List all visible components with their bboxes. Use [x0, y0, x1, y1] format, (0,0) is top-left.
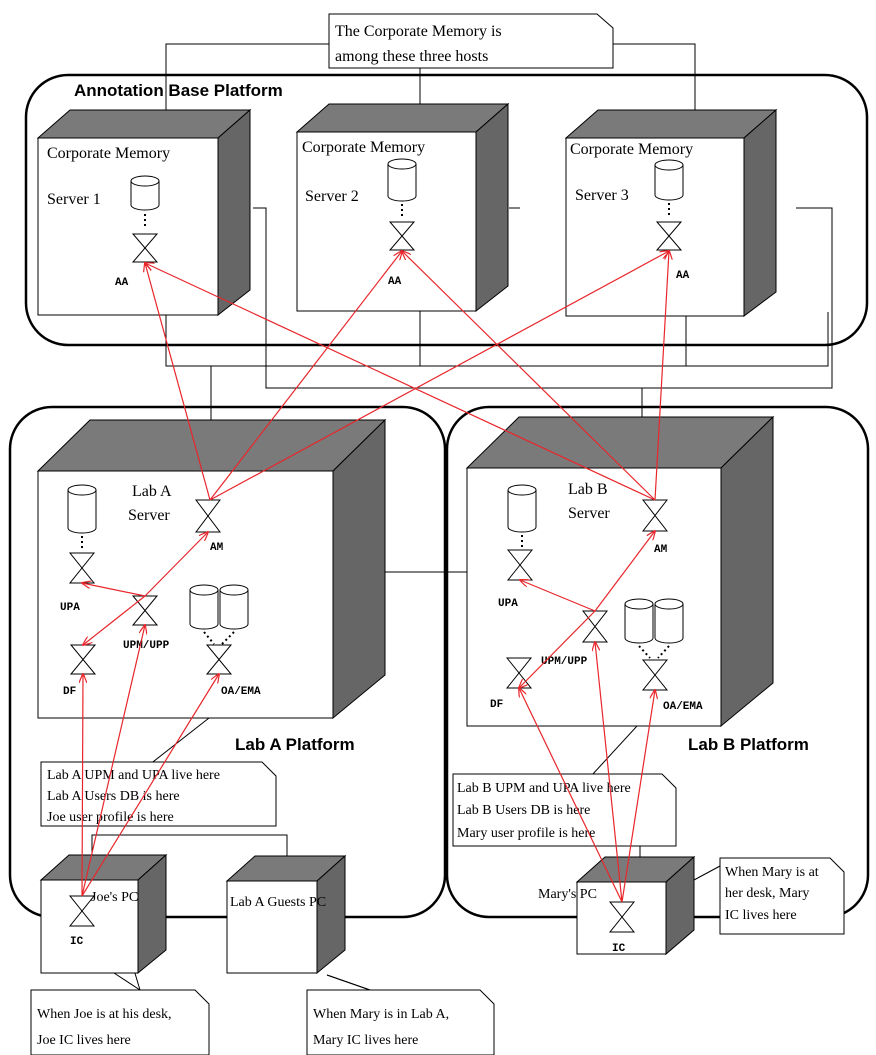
lab-b-users-db-icon [507, 490, 537, 533]
corporate-memory-server-1: Corporate Memory Server 1 AA [36, 108, 252, 317]
server-2-name: Server 2 [305, 188, 359, 205]
annotation-base-platform [24, 73, 869, 347]
marys-ic-agent [608, 901, 636, 933]
lab-a-server-line1: Lab A [132, 483, 172, 500]
server-3-name: Server 3 [575, 187, 629, 204]
server-1-aa-label: AA [115, 277, 129, 289]
lab-a-upa-label: UPA [60, 602, 80, 614]
corporate-memory-server-3: Corporate Memory Server 3 AA [564, 108, 778, 317]
lab-b-am-agent [641, 499, 669, 532]
lab-b-df-label: DF [490, 699, 503, 711]
lab-a-guests-pc-label: Lab A Guests PC [230, 895, 326, 910]
joe-desk-note-line2: Joe IC lives here [37, 1033, 131, 1048]
lab-a-note [40, 761, 277, 827]
lab-b-server: Lab B Server AM UPA UPM/UPP DF OA/EMA [465, 415, 775, 728]
lab-a-note-line3: Joe user profile is here [47, 810, 174, 825]
mary-desk-note [719, 857, 845, 935]
lab-b-am-label: AM [654, 544, 668, 556]
joe-desk-note [30, 989, 210, 1055]
server-2-aa-agent [388, 221, 416, 251]
lab-b-upa-agent [506, 549, 534, 581]
joes-pc-label: Joe's PC [91, 890, 138, 905]
lab-b-note-line3: Mary user profile is here [457, 826, 595, 841]
title-note-line1: The Corporate Memory is [335, 23, 502, 40]
mary-lab-a-note-line1: When Mary is in Lab A, [313, 1007, 449, 1022]
title-note-line2: among these three hosts [335, 48, 488, 65]
lab-a-server-line2: Server [128, 507, 170, 524]
title-note [328, 13, 614, 69]
joe-desk-note-line1: When Joe is at his desk, [37, 1007, 172, 1022]
lab-a-platform-title: Lab A Platform [235, 735, 355, 754]
server-1-name: Server 1 [47, 191, 101, 208]
server-3-aa-label: AA [676, 270, 690, 282]
server-3-heading: Corporate Memory [570, 141, 693, 158]
server-2-aa-label: AA [388, 276, 402, 288]
lab-b-ontology-db-icon [624, 604, 654, 644]
lab-b-upm-agent [581, 610, 609, 643]
corporate-memory-server-2: Corporate Memory Server 2 AA [295, 102, 510, 313]
lab-a-users-db-icon [67, 490, 97, 534]
agent-links [82, 251, 669, 903]
lab-b-note-line2: Lab B Users DB is here [457, 803, 590, 818]
server-1-heading: Corporate Memory [47, 145, 170, 162]
marys-pc-label: Mary's PC [538, 887, 597, 902]
server-2-db-icon [387, 164, 417, 202]
lab-a-note-line1: Lab A UPM and UPA live here [47, 768, 220, 783]
marys-ic-label: IC [612, 943, 626, 955]
lab-b-upa-label: UPA [498, 598, 518, 610]
mary-desk-note-line3: IC lives here [725, 908, 797, 923]
bottom-note-connectors [113, 972, 371, 991]
marys-pc [575, 855, 696, 956]
lab-b-upm-label: UPM/UPP [541, 656, 588, 668]
server-1-db-icon [130, 181, 160, 211]
lab-a-oa-label: OA/EMA [221, 686, 261, 698]
lab-b-platform-title: Lab B Platform [688, 735, 809, 754]
server-3-db-icon [654, 165, 684, 201]
server-1-aa-agent [131, 233, 159, 263]
lab-a-upm-agent [131, 595, 159, 626]
mary-desk-note-line2: her desk, Mary [725, 886, 809, 901]
lab-a-df-label: DF [63, 686, 76, 698]
server-3-aa-agent [655, 221, 683, 251]
lab-b-server-line2: Server [568, 505, 610, 522]
lab-b-server-line1: Lab B [568, 481, 608, 498]
lab-a-oa-agent [205, 644, 233, 675]
mary-lab-a-note-line2: Mary IC lives here [313, 1033, 418, 1048]
lab-b-oa-agent [641, 659, 669, 691]
lab-a-note-line2: Lab A Users DB is here [47, 789, 180, 804]
lab-a-ontology-db-icon [189, 590, 219, 630]
lab-a-am-agent [195, 499, 221, 533]
annotation-platform-title: Annotation Base Platform [74, 81, 283, 100]
lab-a-upm-label: UPM/UPP [123, 640, 170, 652]
server-2-heading: Corporate Memory [302, 139, 425, 156]
mary-lab-a-note [306, 989, 495, 1055]
lab-a-upa-agent [68, 552, 96, 584]
lab-b-note [452, 773, 677, 847]
mary-desk-note-line1: When Mary is at [725, 865, 819, 880]
lab-a-server: Lab A Server AM UPA UPM/UPP DF OA/EMA [36, 418, 387, 720]
joes-ic-agent [68, 895, 96, 927]
joes-ic-label: IC [70, 936, 84, 948]
lab-a-guests-pc [225, 854, 347, 975]
lab-b-oa-label: OA/EMA [663, 701, 703, 713]
lab-a-am-label: AM [210, 542, 224, 554]
joes-pc [39, 853, 168, 975]
lab-b-note-line1: Lab B UPM and UPA live here [457, 781, 631, 796]
